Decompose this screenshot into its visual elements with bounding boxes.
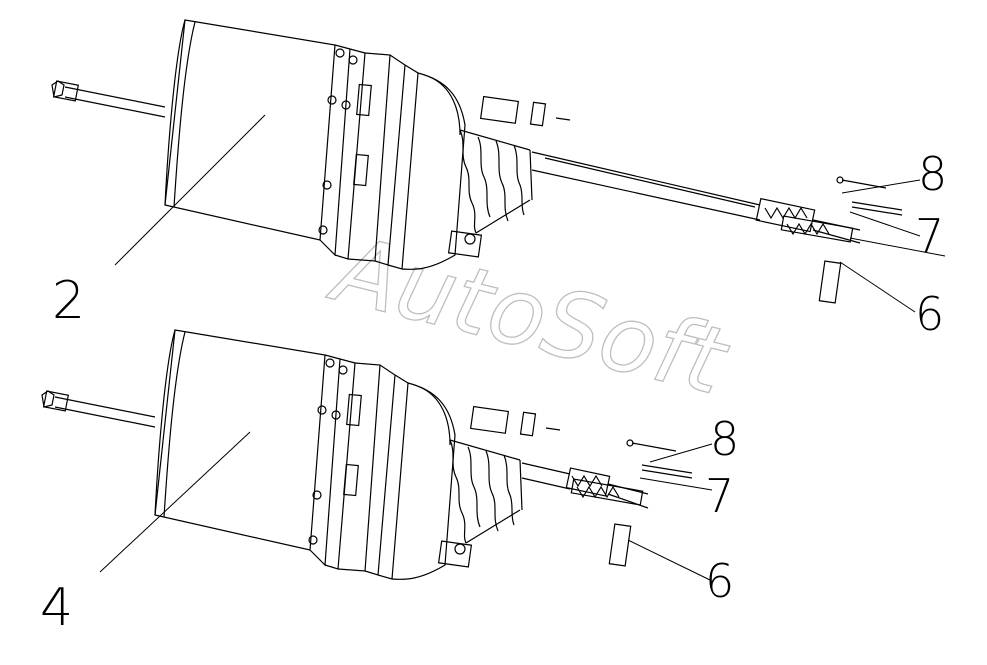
callout-8-lower: 8 bbox=[710, 412, 739, 466]
upper-fittings bbox=[780, 176, 903, 304]
callout-7-upper: 7 bbox=[915, 209, 944, 263]
upper-push-rod bbox=[531, 151, 861, 244]
callout-2: 2 bbox=[52, 271, 85, 331]
upper-leaders bbox=[114, 114, 946, 313]
callout-7-lower: 7 bbox=[705, 469, 734, 523]
callout-4: 4 bbox=[40, 578, 73, 638]
callout-8-upper: 8 bbox=[918, 147, 947, 201]
lower-leaders bbox=[99, 431, 713, 581]
lower-push-rod bbox=[521, 462, 649, 509]
watermark: AutoSoft bbox=[319, 214, 739, 417]
lower-assembly: 4 6 7 8 bbox=[40, 329, 739, 638]
callout-6-upper: 6 bbox=[915, 287, 944, 341]
callout-6-lower: 6 bbox=[705, 554, 734, 608]
upper-assembly: 2 6 7 8 bbox=[51, 19, 947, 341]
lower-fittings bbox=[570, 439, 693, 567]
watermark-text: AutoSoft bbox=[320, 215, 739, 417]
